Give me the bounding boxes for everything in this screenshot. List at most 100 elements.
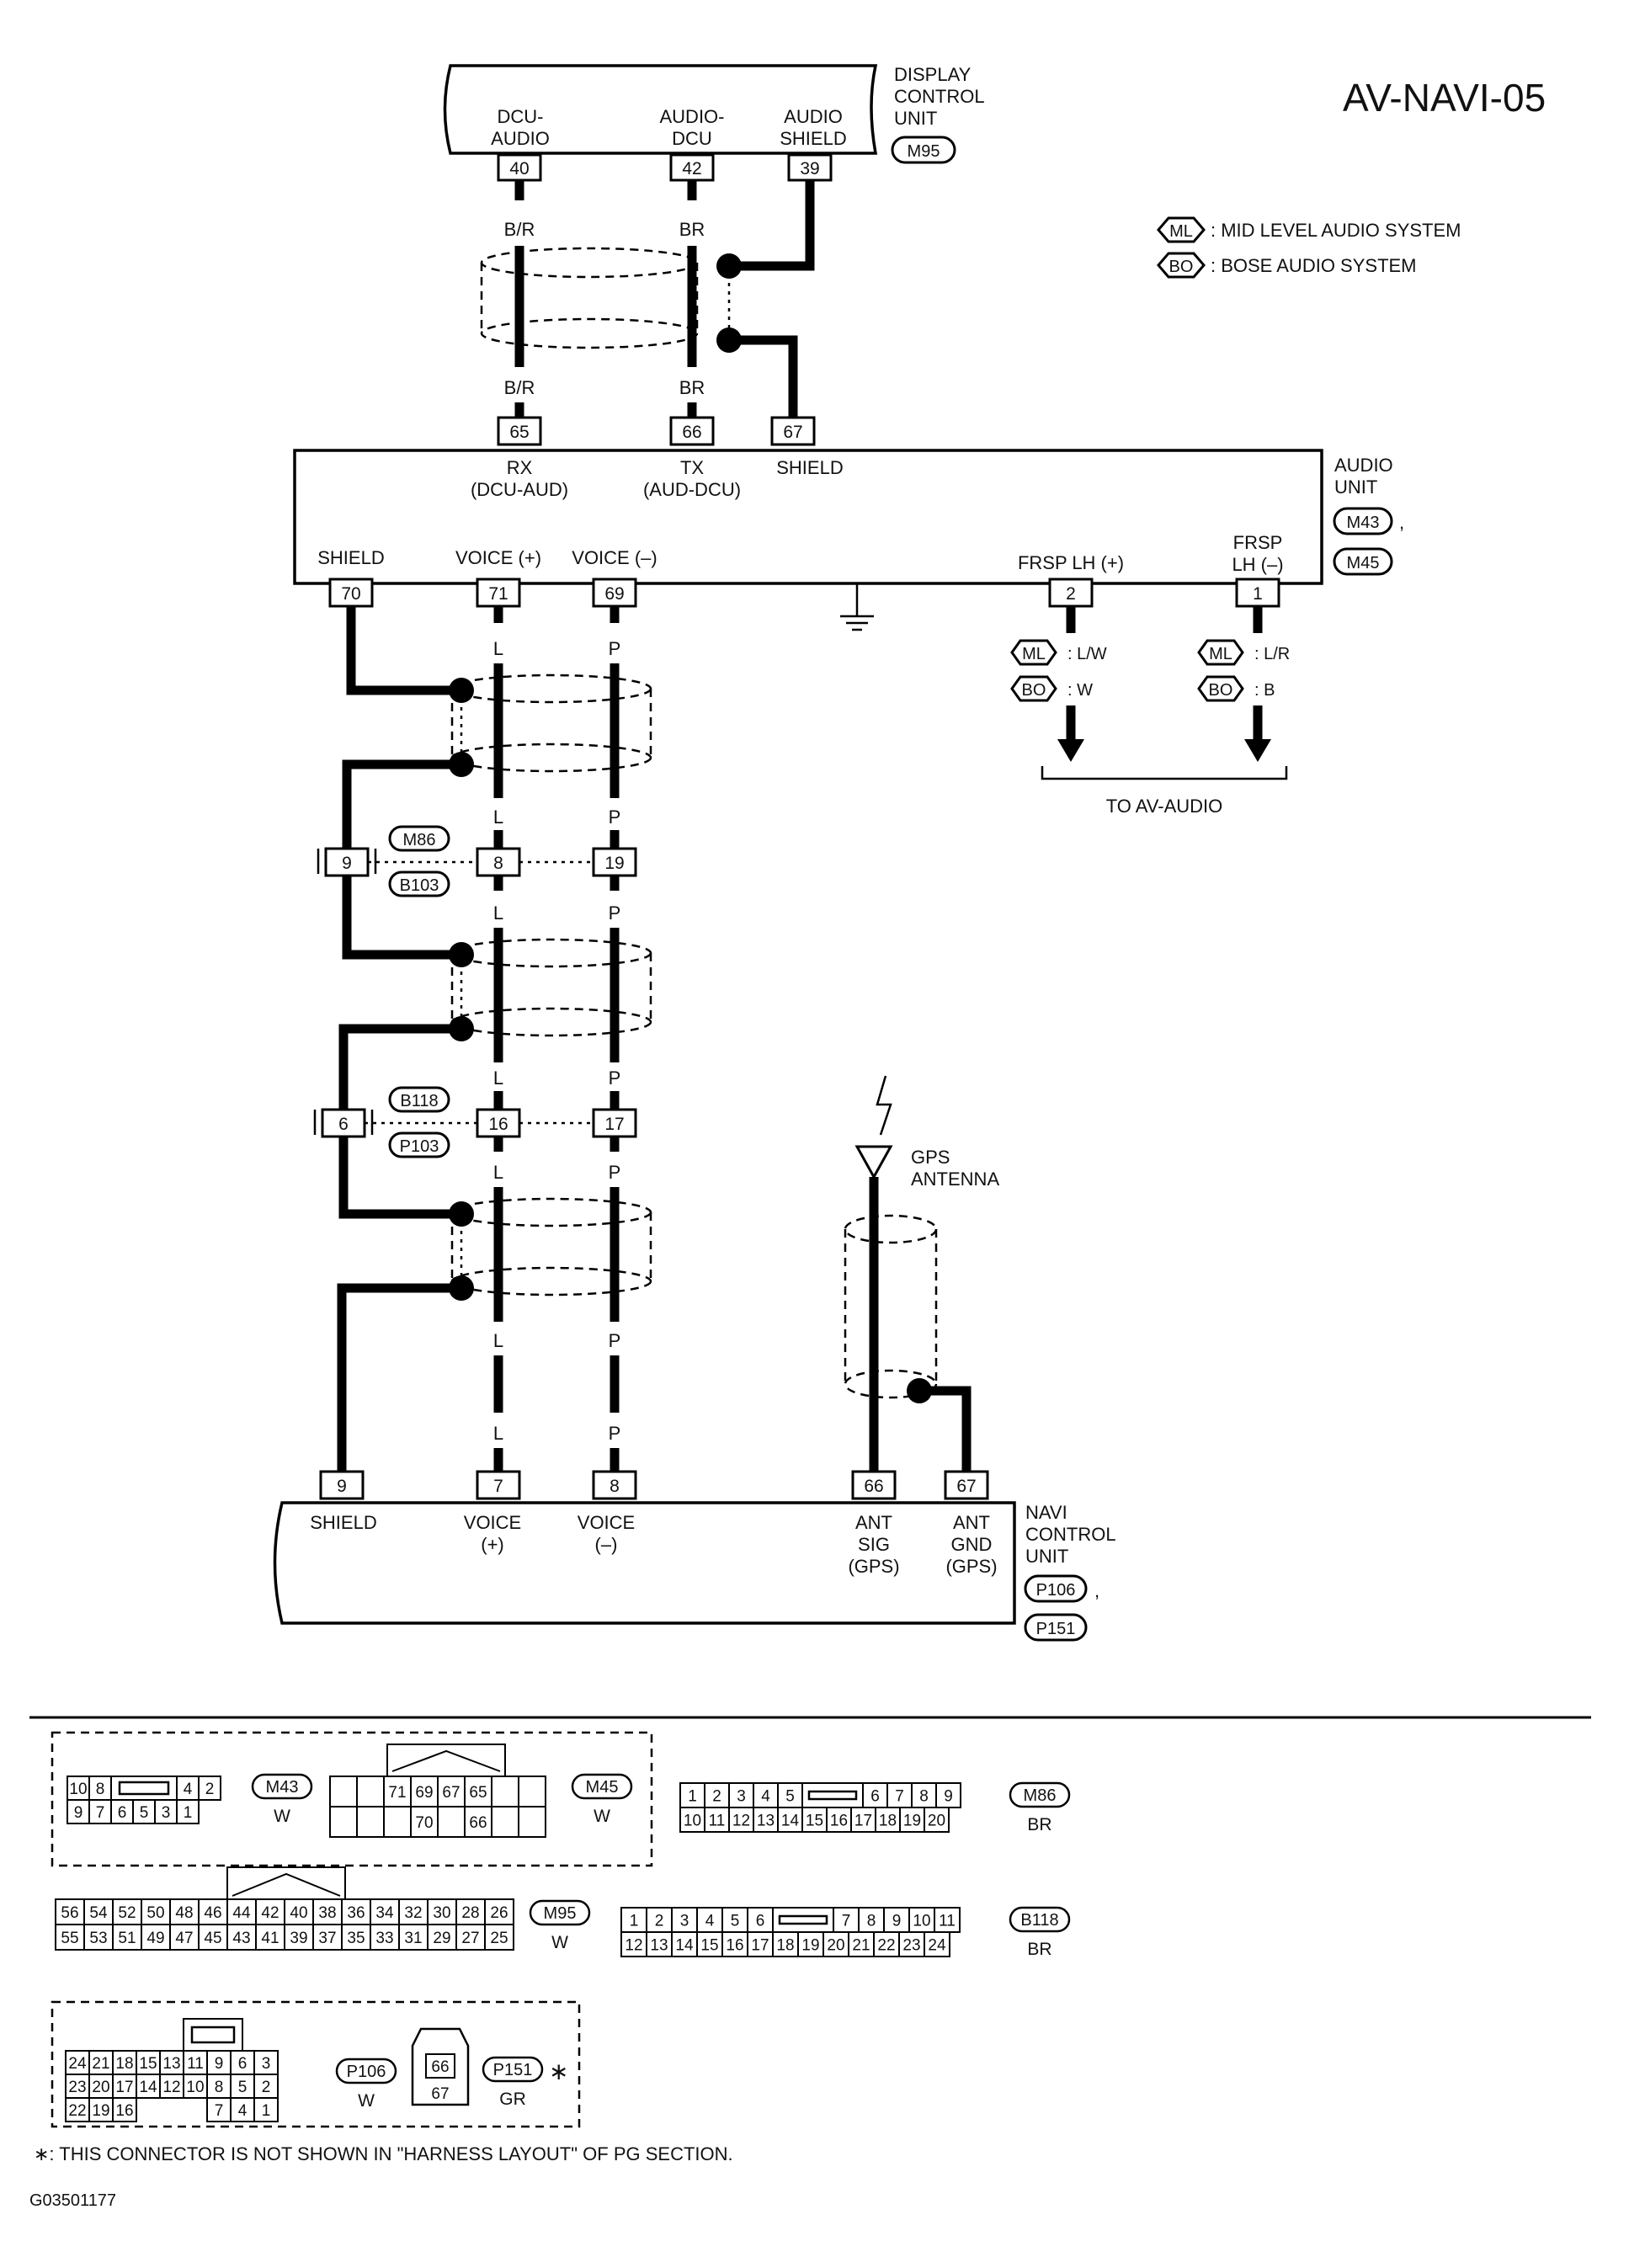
m95-pin-40: 40 [290, 1904, 307, 1922]
p106-pin-18: 18 [115, 2055, 133, 2073]
gps-antenna: GPS ANTENNA [844, 1075, 999, 1472]
dcu-term-42-label-2: DCU [672, 128, 712, 149]
dcu-connector-m95: M95 [908, 142, 940, 161]
legend: ML : MID LEVEL AUDIO SYSTEM BO : BOSE AU… [1157, 216, 1461, 279]
m95-pin-51: 51 [118, 1930, 136, 1947]
gps-name-1: GPS [911, 1147, 950, 1168]
m95-pin-35: 35 [347, 1930, 365, 1947]
navi-connector-p106: P106 [1036, 1581, 1076, 1600]
p106-pin-2: 2 [262, 2079, 271, 2096]
m86-pin-2: 2 [712, 1788, 721, 1806]
frsp-pos-bo-tag: BO [1022, 681, 1046, 700]
navi-pin-9: 9 [337, 1477, 347, 1496]
frsp-neg-bo-color: : B [1254, 681, 1275, 700]
b118-pin-10: 10 [913, 1913, 930, 1930]
audio-term-65-label-2: (DCU-AUD) [471, 479, 568, 500]
p106-pin-19: 19 [92, 2102, 109, 2120]
m43-pin-4: 4 [184, 1781, 193, 1798]
p106-pin-15: 15 [139, 2055, 157, 2073]
dcu-audio-harness: B/R BR B/R BR [480, 180, 815, 418]
p106-pin-17: 17 [115, 2079, 133, 2096]
frsp-neg-arrow [1244, 739, 1271, 762]
footnote: ∗: THIS CONNECTOR IS NOT SHOWN IN "HARNE… [34, 2143, 733, 2164]
joint2-pin-6: 6 [338, 1115, 349, 1134]
m95-pin-45: 45 [204, 1930, 221, 1947]
wire-color-dcu-audio-bottom: B/R [504, 377, 535, 398]
navi-term-67-label-2: GND [951, 1534, 993, 1555]
diagram-title: AV-NAVI-05 [1343, 76, 1546, 120]
display-control-unit: DISPLAY CONTROL UNIT M95 DCU- AUDIO AUDI… [443, 64, 985, 182]
m95-pin-29: 29 [433, 1930, 450, 1947]
m95-pin-25: 25 [490, 1930, 508, 1947]
m95-id: M95 [544, 1904, 577, 1923]
navi-name-1: NAVI [1025, 1502, 1067, 1523]
navi-term-67-label-1: ANT [953, 1512, 990, 1533]
b118-pin-21: 21 [852, 1937, 870, 1955]
audio-pin-67: 67 [783, 423, 802, 442]
p106-pin-5: 5 [238, 2079, 248, 2096]
navi-pin-8: 8 [610, 1477, 620, 1496]
dcu-term-39-label-2: SHIELD [780, 128, 846, 149]
p151-pin-67: 67 [431, 2085, 449, 2103]
audio-connector-m45: M45 [1347, 554, 1380, 572]
b118-pin-4: 4 [705, 1913, 715, 1930]
audio-term-66-label-2: (AUD-DCU) [643, 479, 741, 500]
m43-pin-1: 1 [184, 1804, 193, 1822]
wire-color-dcu-audio-top: B/R [504, 219, 535, 240]
m86-lock-tab [807, 1790, 858, 1801]
wire-color-voice-neg-3: P [609, 902, 621, 924]
p151-id: P151 [493, 2061, 533, 2079]
m43-pin-7: 7 [96, 1804, 105, 1822]
frsp-pos-ml-color: : L/W [1067, 645, 1107, 663]
m95-pin-52: 52 [118, 1904, 136, 1922]
frsp-neg-bo-tag: BO [1209, 681, 1233, 700]
b118-pin-1: 1 [630, 1913, 639, 1930]
navi-term-67-label-3: (GPS) [945, 1556, 997, 1577]
p106-pin-3: 3 [262, 2055, 271, 2073]
m95-pin-31: 31 [404, 1930, 422, 1947]
b118-pin-22: 22 [877, 1937, 895, 1955]
m95-key-shape [232, 1872, 341, 1897]
b118-pin-11: 11 [939, 1913, 956, 1930]
m43-id: M43 [266, 1778, 299, 1797]
b118-pin-19: 19 [801, 1937, 819, 1955]
wire-color-voice-neg-1: P [609, 638, 621, 659]
m86-pin-3: 3 [737, 1788, 746, 1806]
m43-pin-5: 5 [140, 1804, 149, 1822]
joint1-connector-m86: M86 [403, 831, 436, 849]
m86-pin-9: 9 [944, 1788, 953, 1806]
m86-pin-13: 13 [757, 1813, 775, 1830]
m95-pin-50: 50 [146, 1904, 164, 1922]
m95-pin-36: 36 [347, 1904, 365, 1922]
m43-pin-2: 2 [205, 1781, 215, 1798]
p151-color: GR [499, 2090, 526, 2109]
m45-pin-66: 66 [469, 1814, 487, 1832]
m86-pin-5: 5 [785, 1788, 795, 1806]
dcu-term-39-label-1: AUDIO [784, 106, 843, 127]
wire-color-voice-pos-1: L [493, 638, 503, 659]
wire-color-voice-neg-7: P [609, 1423, 621, 1444]
navi-name-3: UNIT [1025, 1546, 1068, 1567]
m95-pin-39: 39 [290, 1930, 307, 1947]
dcu-name-1: DISPLAY [894, 64, 972, 85]
to-av-audio-label: TO AV-AUDIO [1106, 796, 1223, 817]
p106-pin-6: 6 [238, 2055, 248, 2073]
navi-term-9-label: SHIELD [310, 1512, 376, 1533]
b118-pin-17: 17 [751, 1937, 769, 1955]
wire-color-voice-pos-3: L [493, 902, 503, 924]
b118-id: B118 [1020, 1911, 1058, 1930]
m95-pin-32: 32 [404, 1904, 422, 1922]
m95-pin-38: 38 [318, 1904, 336, 1922]
p106-pin-1: 1 [262, 2102, 271, 2120]
audio-pin-2: 2 [1066, 584, 1076, 604]
dcu-pin-42: 42 [682, 159, 701, 178]
m95-pin-46: 46 [204, 1904, 221, 1922]
wire-color-voice-pos-5: L [493, 1162, 503, 1183]
m95-pin-47: 47 [175, 1930, 193, 1947]
p106-pin-7: 7 [215, 2102, 224, 2120]
dcu-name-2: CONTROL [894, 86, 985, 107]
frsp-pos-bo-color: : W [1067, 681, 1093, 700]
frsp-neg-ml-color: : L/R [1254, 645, 1290, 663]
audio-pin-65: 65 [509, 423, 529, 442]
